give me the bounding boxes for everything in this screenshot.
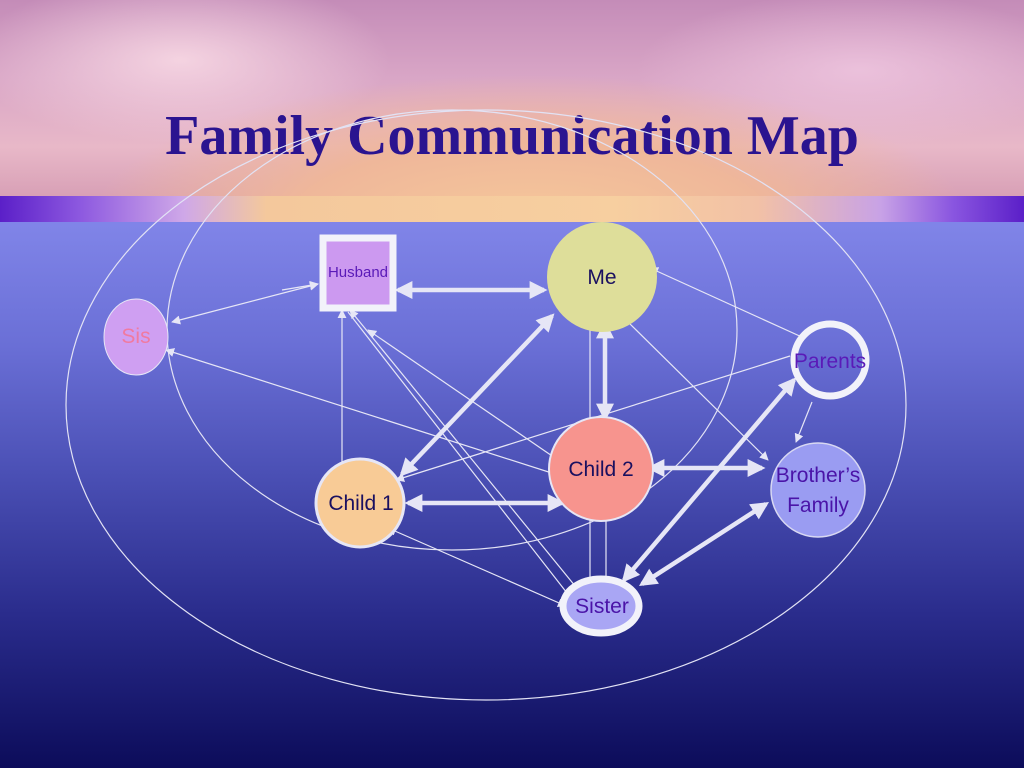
sis-label: Sis [121,325,151,348]
brothers-family-node [770,442,866,538]
connector-sis-husband-2 [281,280,319,291]
child2-node [548,416,654,522]
thick-connector-me-child1 [399,313,555,477]
connector-parents-me [649,267,805,339]
child1-label: Child 1 [328,492,394,515]
parents-label: Parents [793,350,867,373]
outer-family-circle [65,109,907,701]
me-label: Me [587,266,617,289]
child2-label: Child 2 [568,458,634,481]
sister-label: Sister [575,595,629,618]
brothers-family-label-line2: Family [787,494,849,517]
sister-node [559,575,643,637]
thick-connector-sister-parents [621,377,797,583]
connector-husband-child2 [367,329,559,461]
brothers-family-label-line1: Brother’s [775,464,861,487]
connector-child1-sister [387,527,567,607]
connector-husband-sister-b [347,311,575,603]
connector-me-brothers-family [627,321,769,461]
title-banner [0,0,1024,196]
husband-node [319,234,397,312]
title-divider-bar [0,196,1024,222]
child1-node [314,457,406,549]
connector-parents-brothers-family [794,401,813,443]
sis-node [103,298,169,376]
thick-connector-sister-brothers-family [638,502,770,586]
me-node [547,222,657,332]
parents-node [790,320,870,400]
connector-sis-husband [171,281,319,325]
husband-label: Husband [327,264,389,281]
